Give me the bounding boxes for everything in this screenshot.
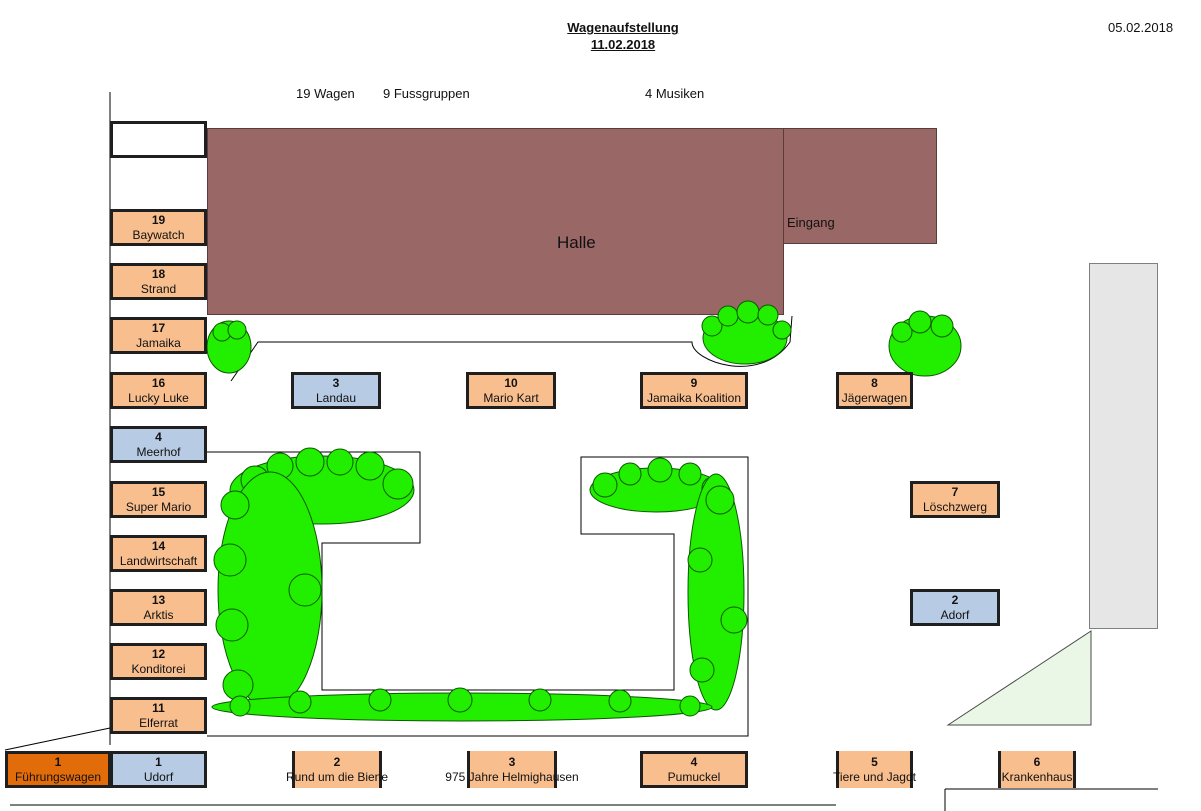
hedge-left — [213, 471, 323, 709]
slot-tiere-und-jagdt[interactable]: 5 Tiere und Jagdt — [833, 751, 916, 788]
green-triangle — [946, 630, 1092, 726]
slot-rund-um-die-biene[interactable]: 2 Rund um die Biene — [286, 751, 388, 788]
count-fussgruppen: 9 Fussgruppen — [383, 86, 470, 101]
hall-label: Halle — [557, 233, 596, 252]
slot-fuehrungswagen[interactable]: 1 Führungswagen — [5, 751, 111, 788]
slot-elferrat[interactable]: 11 Elferrat — [110, 697, 207, 734]
slot-lucky-luke[interactable]: 16 Lucky Luke — [110, 372, 207, 409]
bush-center — [701, 300, 792, 365]
slot-konditorei[interactable]: 12 Konditorei — [110, 643, 207, 680]
slot-jamaika[interactable]: 17 Jamaika — [110, 317, 207, 354]
slot-super-mario[interactable]: 15 Super Mario — [110, 481, 207, 518]
empty-slot — [110, 121, 207, 158]
hall-building — [207, 128, 784, 315]
slot-strand[interactable]: 18 Strand — [110, 263, 207, 300]
bush-right — [888, 310, 962, 377]
slot-landau[interactable]: 3 Landau — [291, 372, 381, 409]
count-musiken: 4 Musiken — [645, 86, 705, 101]
page-title: Wagenaufstellung 11.02.2018 — [523, 19, 723, 53]
hedge-bottom — [211, 687, 713, 722]
bush-left — [206, 320, 252, 374]
slot-pumuckel[interactable]: 4 Pumuckel — [640, 751, 748, 788]
slot-arktis[interactable]: 13 Arktis — [110, 589, 207, 626]
slot-jaegerwagen[interactable]: 8 Jägerwagen — [836, 372, 913, 409]
slot-adorf[interactable]: 2 Adorf — [910, 589, 1000, 626]
slot-jamaika-koalition[interactable]: 9 Jamaika Koalition — [640, 372, 748, 409]
slot-landwirtschaft[interactable]: 14 Landwirtschaft — [110, 535, 207, 572]
slot-975-jahre-helmighausen[interactable]: 3 975 Jahre Helmighausen — [445, 751, 579, 788]
trees — [206, 300, 962, 722]
slot-udorf[interactable]: 1 Udorf — [110, 751, 207, 788]
road-edge-diagonal — [4, 727, 111, 751]
document-date: 05.02.2018 — [1108, 20, 1174, 35]
hedge-right — [687, 473, 748, 711]
walkway-outline — [230, 315, 793, 382]
slot-krankenhaus[interactable]: 6 Krankenhaus — [998, 751, 1076, 788]
count-wagen: 19 Wagen — [296, 86, 355, 101]
title-text: Wagenaufstellung — [567, 20, 679, 35]
slot-loeschzwerg[interactable]: 7 Löschzwerg — [910, 481, 1000, 518]
slot-meerhof[interactable]: 4 Meerhof — [110, 426, 207, 463]
slot-mario-kart[interactable]: 10 Mario Kart — [466, 372, 556, 409]
slot-baywatch[interactable]: 19 Baywatch — [110, 209, 207, 246]
courtyard-outline — [207, 451, 749, 737]
entrance-label: Eingang — [787, 215, 835, 230]
event-date: 11.02.2018 — [590, 37, 656, 52]
entrance-building — [783, 128, 937, 244]
side-building — [1089, 263, 1158, 629]
